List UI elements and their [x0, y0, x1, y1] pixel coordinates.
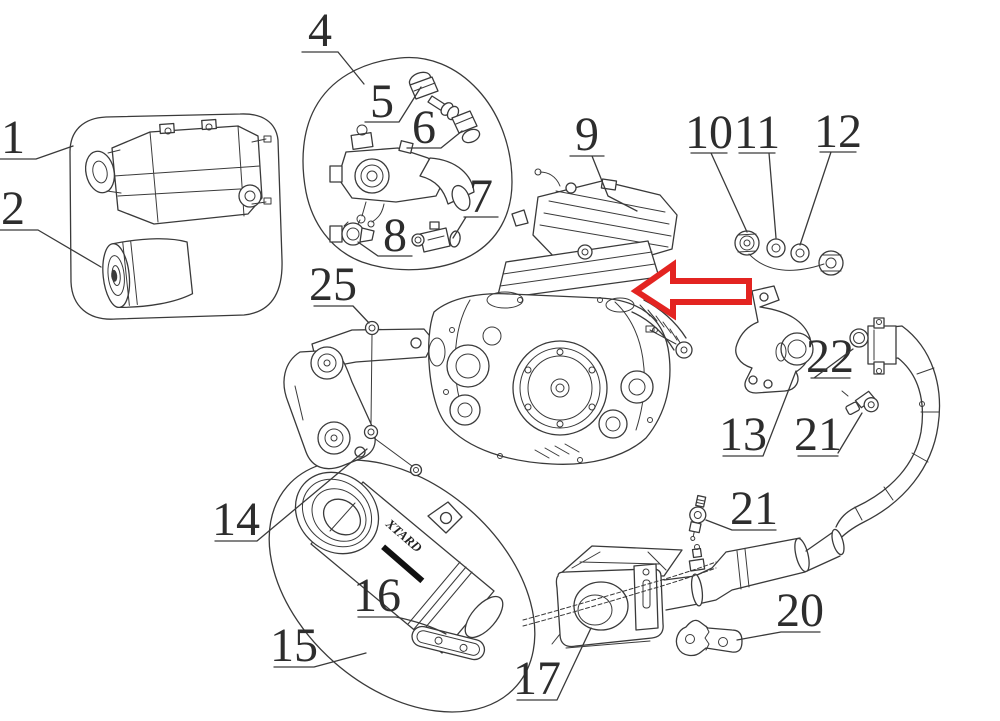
- callout-13-number: 13: [719, 408, 767, 461]
- silencer-box: [522, 545, 717, 649]
- callout-25-number: 25: [309, 258, 357, 311]
- callout-20: 20: [736, 584, 824, 641]
- mount-fasteners: [734, 230, 844, 276]
- engine-mount-bracket: [283, 328, 435, 470]
- callout-16: 16: [353, 569, 447, 635]
- catalytic-mid-pipe: [663, 528, 845, 611]
- callout-2-number: 2: [1, 182, 25, 235]
- callout-22-number: 22: [806, 330, 854, 383]
- fuel-injector: [446, 105, 481, 144]
- callout-21-right-number: 21: [794, 408, 842, 461]
- pipe-bracket: [675, 619, 743, 657]
- callout-14: 14: [212, 448, 368, 546]
- group-outline-airbox: [69, 113, 283, 320]
- mount-bolts: [363, 320, 423, 477]
- callout-5: 5: [364, 75, 422, 128]
- red-arrow: [630, 259, 752, 321]
- callout-16-number: 16: [353, 569, 401, 622]
- callout-7-number: 7: [469, 170, 493, 223]
- callout-9: 9: [569, 108, 638, 212]
- callout-8: 8: [357, 209, 413, 262]
- muffler-strap: [411, 625, 486, 661]
- spark-plug: [688, 494, 707, 541]
- callout-4-number: 4: [308, 4, 332, 57]
- muffler-logo-bar: [381, 544, 425, 584]
- callout-8-number: 8: [383, 209, 407, 262]
- map-sensor: [329, 219, 375, 246]
- callout-6: 6: [406, 101, 463, 154]
- callout-17: 17: [513, 627, 592, 705]
- callout-12: 12: [799, 105, 862, 246]
- callout-11: 11: [734, 106, 780, 239]
- callout-7: 7: [452, 170, 499, 239]
- group-outline-muffler: [268, 459, 536, 713]
- callout-1: 1: [0, 111, 74, 164]
- group-outline-throttle: [302, 56, 513, 271]
- callout-21-right: 21: [794, 408, 863, 461]
- callout-12-number: 12: [814, 105, 862, 158]
- callout-11-number: 11: [734, 106, 780, 159]
- callout-5-number: 5: [370, 75, 394, 128]
- seal-ring: [849, 328, 869, 348]
- callout-15: 15: [270, 619, 367, 672]
- callout-15-number: 15: [270, 619, 318, 672]
- callout-6-number: 6: [412, 101, 436, 154]
- engine-assembly: [427, 168, 693, 465]
- exhaust-header-pipe: [835, 317, 941, 544]
- callout-25: 25: [309, 258, 370, 324]
- callout-10-number: 10: [685, 106, 733, 159]
- muffler: XTARD: [294, 471, 504, 654]
- solenoid-valve: [411, 221, 461, 253]
- callout-10: 10: [685, 106, 748, 233]
- callout-1-number: 1: [1, 111, 25, 164]
- callout-4: 4: [301, 4, 365, 85]
- callout-9-number: 9: [575, 108, 599, 161]
- air-filter-box: [84, 118, 272, 225]
- callout-14-number: 14: [212, 493, 260, 546]
- callout-22: 22: [806, 330, 854, 383]
- callout-21-lower-number: 21: [730, 482, 778, 535]
- callout-13: 13: [719, 370, 797, 461]
- callout-2: 2: [0, 182, 102, 268]
- exhaust-bracket: [735, 285, 814, 394]
- callout-20-number: 20: [776, 584, 824, 637]
- callout-21-lower: 21: [705, 482, 778, 535]
- callout-17-number: 17: [513, 652, 561, 705]
- oxygen-sensor-right: [841, 390, 879, 416]
- throttle-body: [329, 124, 475, 228]
- oil-filter: [102, 238, 194, 309]
